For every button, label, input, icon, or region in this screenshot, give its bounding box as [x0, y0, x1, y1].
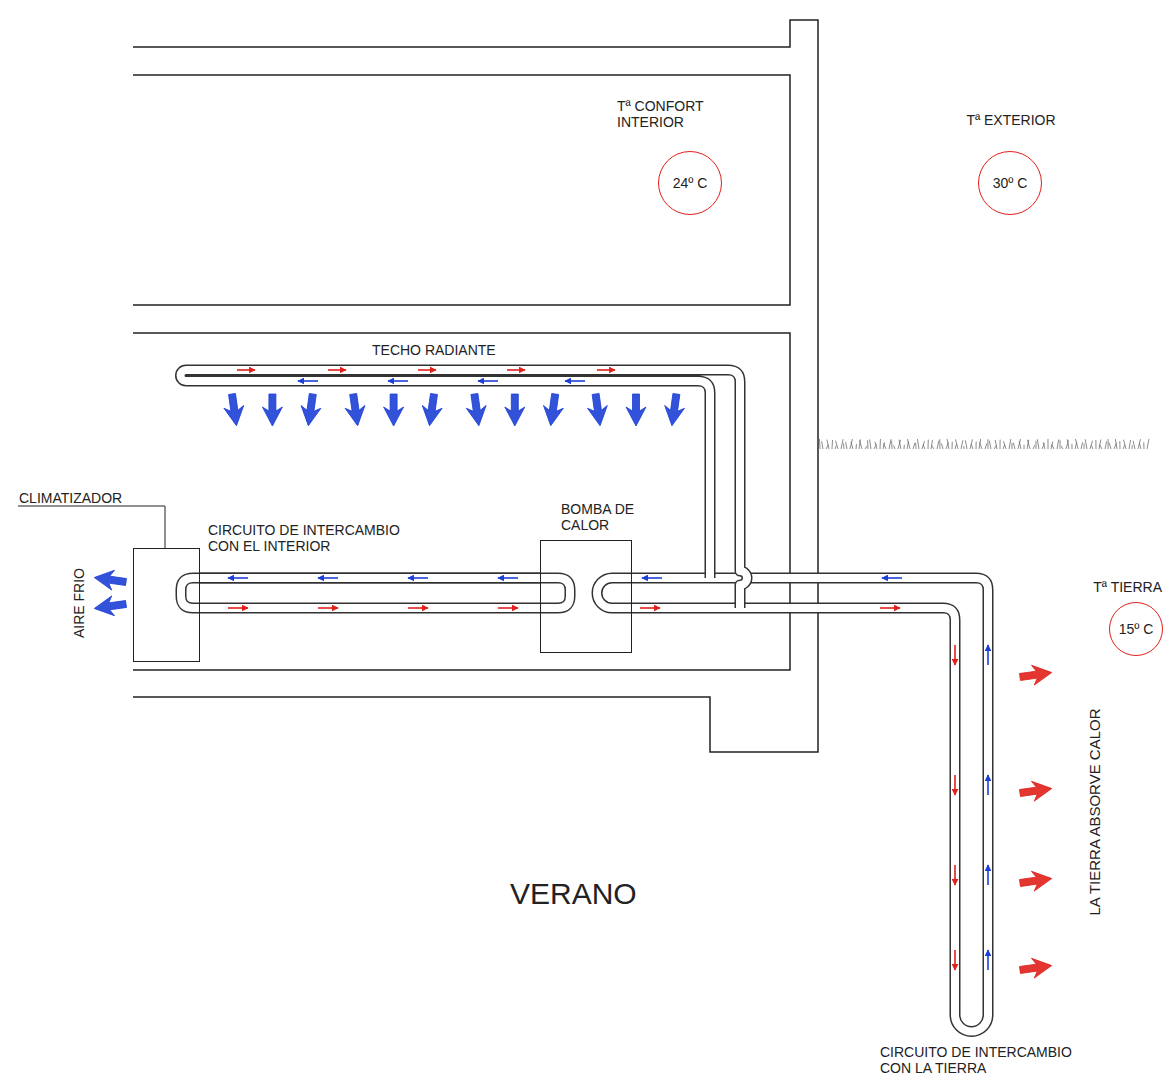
ground-grass: [819, 439, 1148, 449]
part-label: CIRCUITO DE INTERCAMBIO CON LA TIERRA: [880, 1044, 1095, 1076]
temperature-value: 15º C: [1119, 621, 1154, 637]
air-handler-box: CLIMATIZADOR: [133, 548, 200, 662]
season-title: VERANO: [510, 876, 637, 911]
building-walls: [133, 20, 818, 752]
node-heading: Tª CONFORT INTERIOR: [617, 98, 717, 130]
temperature-circle: Tª EXTERIOR30º C: [978, 151, 1042, 215]
node-heading: Tª TIERRA: [1093, 579, 1162, 595]
heat-pump-box: BOMBA DE CALOR: [540, 540, 632, 653]
leader-line: [18, 506, 165, 548]
radiant-ceiling-pipe: [181, 370, 748, 608]
note-label: LA TIERRA ABSORVE CALOR: [1086, 708, 1103, 915]
temperature-circle: Tª TIERRA15º C: [1109, 602, 1163, 656]
node-heading: Tª EXTERIOR: [966, 112, 1055, 128]
part-label: TECHO RADIANTE: [372, 342, 496, 358]
temperature-value: 24º C: [673, 175, 708, 191]
ground-loop-pipe: [597, 578, 988, 1032]
air-label: AIRE FRIO: [71, 568, 87, 638]
node-heading: CLIMATIZADOR: [19, 490, 122, 506]
pipe-connector: [200, 578, 540, 579]
temperature-value: 30º C: [993, 175, 1028, 191]
circuit-label: CIRCUITO DE INTERCAMBIO CON EL INTERIOR: [208, 522, 423, 554]
interior-loop-pipe: [181, 578, 570, 608]
temperature-circle: Tª CONFORT INTERIOR24º C: [658, 151, 722, 215]
node-heading: BOMBA DE CALOR: [561, 501, 651, 533]
